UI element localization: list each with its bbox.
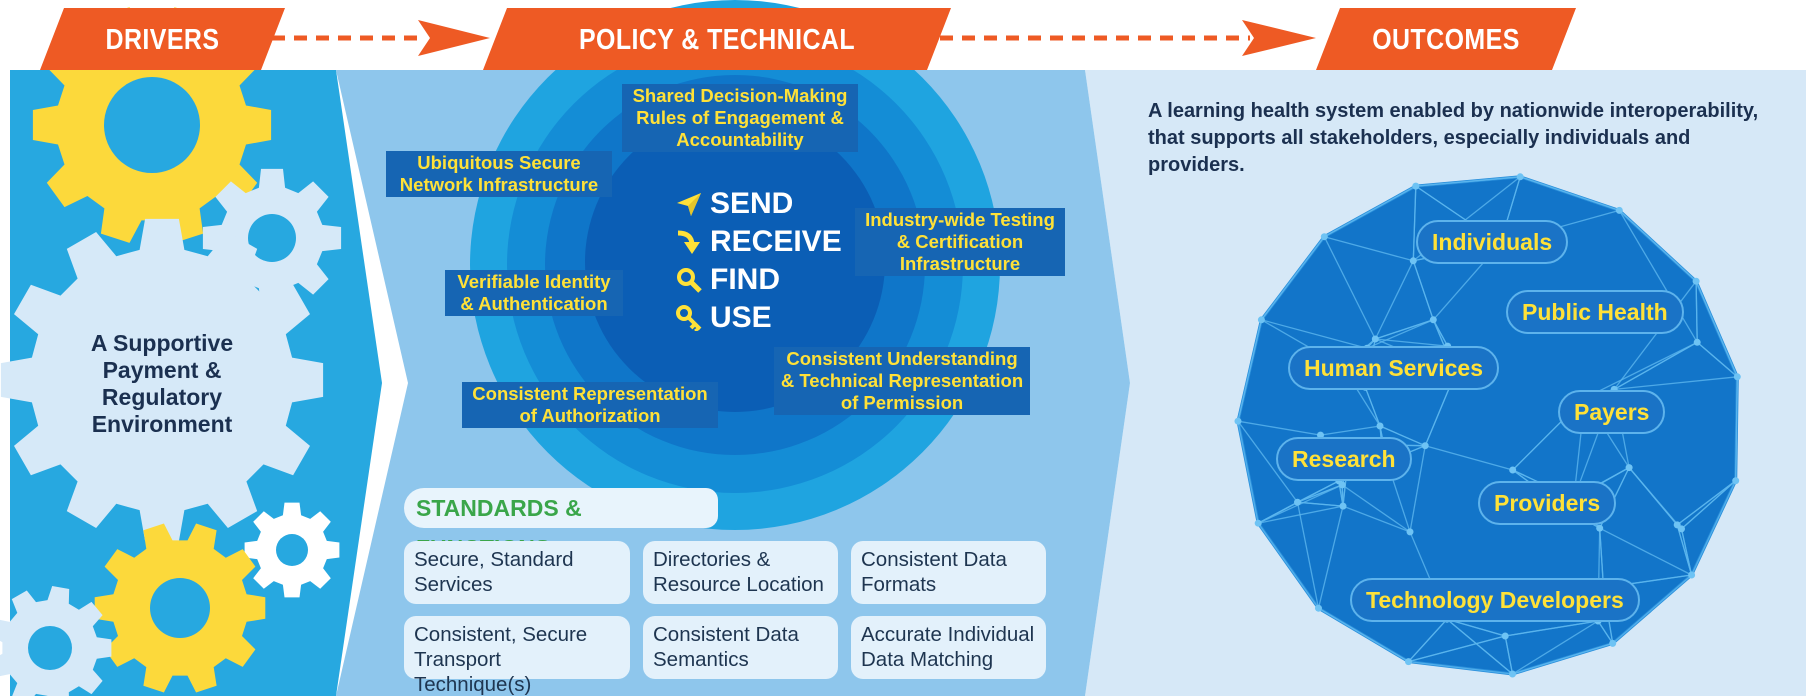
component-permission: Consistent Understanding & Technical Rep…	[774, 347, 1030, 415]
outcomes-description-text: A learning health system enabled by nati…	[1148, 100, 1759, 176]
key-icon	[676, 305, 702, 331]
stakeholder-human-services: Human Services	[1288, 346, 1499, 390]
flow-arrows	[272, 20, 1316, 56]
light-gear-large	[0, 218, 324, 542]
circle-core	[585, 112, 885, 412]
action-receive: RECEIVE	[676, 223, 842, 261]
component-secure-network: Ubiquitous Secure Network Infrastructure	[386, 151, 612, 197]
standard-data-matching: Accurate Individual Data Matching	[851, 616, 1046, 679]
stakeholder-providers: Providers	[1478, 481, 1617, 525]
component-identity-authentication: Verifiable Identity & Authentication	[445, 270, 623, 316]
stakeholder-public-health: Public Health	[1506, 290, 1684, 334]
action-use: USE	[676, 299, 842, 337]
white-gear-small	[244, 502, 340, 598]
standard-secure-services: Secure, Standard Services	[404, 541, 630, 604]
standard-transport: Consistent, Secure Transport Technique(s…	[404, 616, 630, 696]
yellow-gear-bottom	[94, 523, 266, 693]
header-outcomes-banner	[1316, 8, 1576, 70]
magnifier-icon	[677, 268, 702, 293]
header-outcomes-label: OUTCOMES	[1372, 24, 1520, 56]
paper-plane-icon	[677, 193, 701, 216]
header-drivers: DRIVERS	[40, 8, 285, 70]
component-shared-decision-making: Shared Decision-Making Rules of Engageme…	[622, 84, 858, 152]
action-find: FIND	[676, 261, 842, 299]
arrow-drivers-to-policy	[272, 20, 490, 56]
outcomes-description: A learning health system enabled by nati…	[1148, 98, 1788, 179]
curved-arrow-icon	[677, 230, 700, 254]
header-drivers-banner	[40, 8, 285, 70]
action-receive-label: RECEIVE	[710, 225, 842, 258]
action-send: SEND	[676, 185, 842, 223]
arrow-policy-to-outcomes	[940, 20, 1316, 56]
stakeholder-individuals: Individuals	[1416, 220, 1569, 264]
stakeholder-payers: Payers	[1558, 390, 1666, 434]
standard-data-formats: Consistent Data Formats	[851, 541, 1046, 604]
light-gear-bottom	[0, 586, 112, 696]
drivers-gear-text: A Supportive Payment & Regulatory Enviro…	[72, 330, 252, 438]
actions-list: SEND RECEIVE FIND USE	[676, 185, 842, 337]
component-testing-certification: Industry-wide Testing & Certification In…	[855, 208, 1065, 276]
header-policy-banner	[483, 8, 951, 70]
component-authorization: Consistent Representation of Authorizati…	[462, 382, 718, 428]
standard-directories: Directories & Resource Location	[643, 541, 838, 604]
stakeholder-research: Research	[1276, 437, 1412, 481]
action-find-label: FIND	[710, 263, 780, 296]
action-use-label: USE	[710, 301, 772, 334]
drivers-text: A Supportive Payment & Regulatory Enviro…	[90, 330, 234, 437]
standard-data-semantics: Consistent Data Semantics	[643, 616, 838, 679]
action-send-label: SEND	[710, 187, 794, 220]
stakeholder-technology-developers: Technology Developers	[1350, 578, 1640, 622]
header-outcomes: OUTCOMES	[1316, 8, 1576, 70]
header-drivers-label: DRIVERS	[105, 24, 220, 56]
standards-title: STANDARDS & FUNCTIONS	[404, 488, 718, 561]
